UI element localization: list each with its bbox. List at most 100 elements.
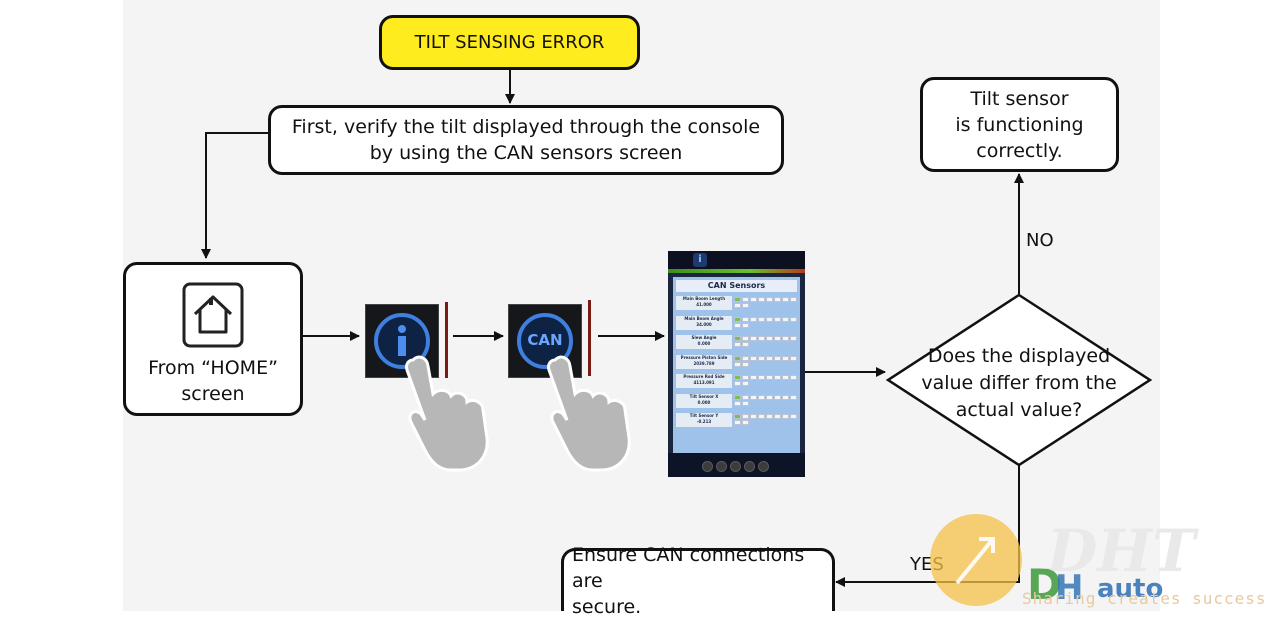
sensor-row: Tilt Sensor Y-0.213 (676, 413, 797, 427)
sensor-value: 2039.789 (693, 360, 715, 366)
sensor-status-cell (790, 375, 797, 380)
sensor-status-cells (734, 316, 797, 329)
sensor-label: Slew Angle (691, 335, 717, 340)
ok-line-2: is functioning (955, 113, 1084, 136)
footer-button[interactable] (758, 461, 769, 472)
start-node-label: TILT SENSING ERROR (414, 31, 605, 53)
arrow-decision-fix (835, 466, 1020, 587)
decision-line-2: value differ from the (921, 372, 1117, 394)
sensor-status-cell (790, 414, 797, 419)
sensor-status-cell (790, 336, 797, 341)
sensor-status-cells (734, 394, 797, 407)
sensor-status-cell (742, 297, 749, 302)
footer-button[interactable] (702, 461, 713, 472)
decision-line-1: Does the displayed (927, 345, 1111, 367)
watermark-tagline: Sharing creates success (1022, 589, 1267, 608)
verify-node: First, verify the tilt displayed through… (268, 105, 784, 175)
sensor-status-cell (766, 336, 773, 341)
sensor-status-cell (742, 400, 749, 406)
can-icon (517, 313, 573, 369)
sensor-status-cell (782, 375, 789, 380)
sensor-status-cell (774, 336, 781, 341)
sensor-status-cell (734, 336, 741, 341)
sensor-value: 0.000 (697, 341, 711, 346)
sensor-status-cell (758, 336, 765, 341)
sensor-status-cell (774, 355, 781, 361)
sensor-status-cell (734, 375, 741, 380)
sensor-status-cell (758, 375, 765, 380)
sensor-status-cell (734, 355, 741, 361)
screen-info-button[interactable]: i (693, 253, 707, 267)
sensor-status-cell (734, 322, 741, 328)
sensor-status-cell (734, 303, 741, 308)
sensor-status-cells (734, 355, 797, 368)
sensor-status-cell (774, 394, 781, 400)
svg-text:D: D (1027, 560, 1062, 609)
sensor-status-cell (774, 316, 781, 322)
sensor-label: Pressure Rod Side (683, 374, 725, 379)
sensor-status-cell (782, 394, 789, 400)
sensor-status-cell (742, 394, 749, 400)
sensor-status-cell (750, 355, 757, 361)
info-icon (374, 313, 430, 369)
fix-line-2: secure. (572, 596, 642, 618)
sensor-label: Tilt Sensor Y (689, 413, 719, 418)
sensor-status-cells (734, 297, 797, 309)
sensor-status-cell (750, 414, 757, 419)
sensor-value: 0.000 (697, 399, 711, 405)
sensor-status-cell (790, 297, 797, 302)
sensor-status-cell (734, 342, 741, 347)
home-icon (182, 282, 244, 348)
pointing-hand-icon-2 (547, 355, 631, 472)
fix-node: Ensure CAN connections are secure. (561, 544, 835, 618)
home-line-1: From “HOME” (148, 357, 278, 379)
sensor-status-cell (750, 316, 757, 322)
sensor-status-cell (782, 336, 789, 341)
sensor-label: Tilt Sensor X (689, 393, 719, 399)
sensor-status-cell (734, 381, 741, 386)
ok-node: Tilt sensor is functioning correctly. (920, 77, 1119, 172)
sensor-status-cell (734, 394, 741, 400)
sensor-status-cell (758, 297, 765, 302)
sensor-status-cell (790, 355, 797, 361)
sensor-status-cell (758, 414, 765, 419)
sensor-status-cell (734, 414, 741, 419)
sensor-status-cells (734, 375, 797, 387)
sensor-status-cell (774, 414, 781, 419)
sensor-status-cell (782, 297, 789, 302)
sensor-status-cell (750, 336, 757, 341)
sensor-status-cell (758, 394, 765, 400)
can-icon-label: CAN (527, 331, 563, 349)
home-line-2: screen (181, 383, 245, 405)
sensor-name: Tilt Sensor Y-0.213 (676, 413, 732, 427)
fix-line-1: Ensure CAN connections are (572, 544, 805, 592)
sensor-status-cell (766, 297, 773, 302)
footer-button[interactable] (716, 461, 727, 472)
decision-diamond-shape (885, 293, 1153, 467)
screen-title: CAN Sensors (676, 280, 797, 292)
footer-button[interactable] (730, 461, 741, 472)
sensor-status-cell (734, 316, 741, 322)
svg-text:H: H (1055, 568, 1083, 608)
can-tile-edge (588, 300, 591, 376)
sensor-status-cell (750, 394, 757, 400)
sensor-status-cell (742, 420, 749, 425)
sensor-value: 34.000 (696, 321, 712, 327)
sensor-status-cell (766, 394, 773, 400)
sensor-status-cell (742, 355, 749, 361)
footer-button[interactable] (744, 461, 755, 472)
svg-text:DHT: DHT (1045, 517, 1199, 585)
pointing-hand-icon-1 (405, 355, 489, 472)
screen-footer (668, 453, 805, 477)
home-node: From “HOME” screen (123, 262, 303, 416)
